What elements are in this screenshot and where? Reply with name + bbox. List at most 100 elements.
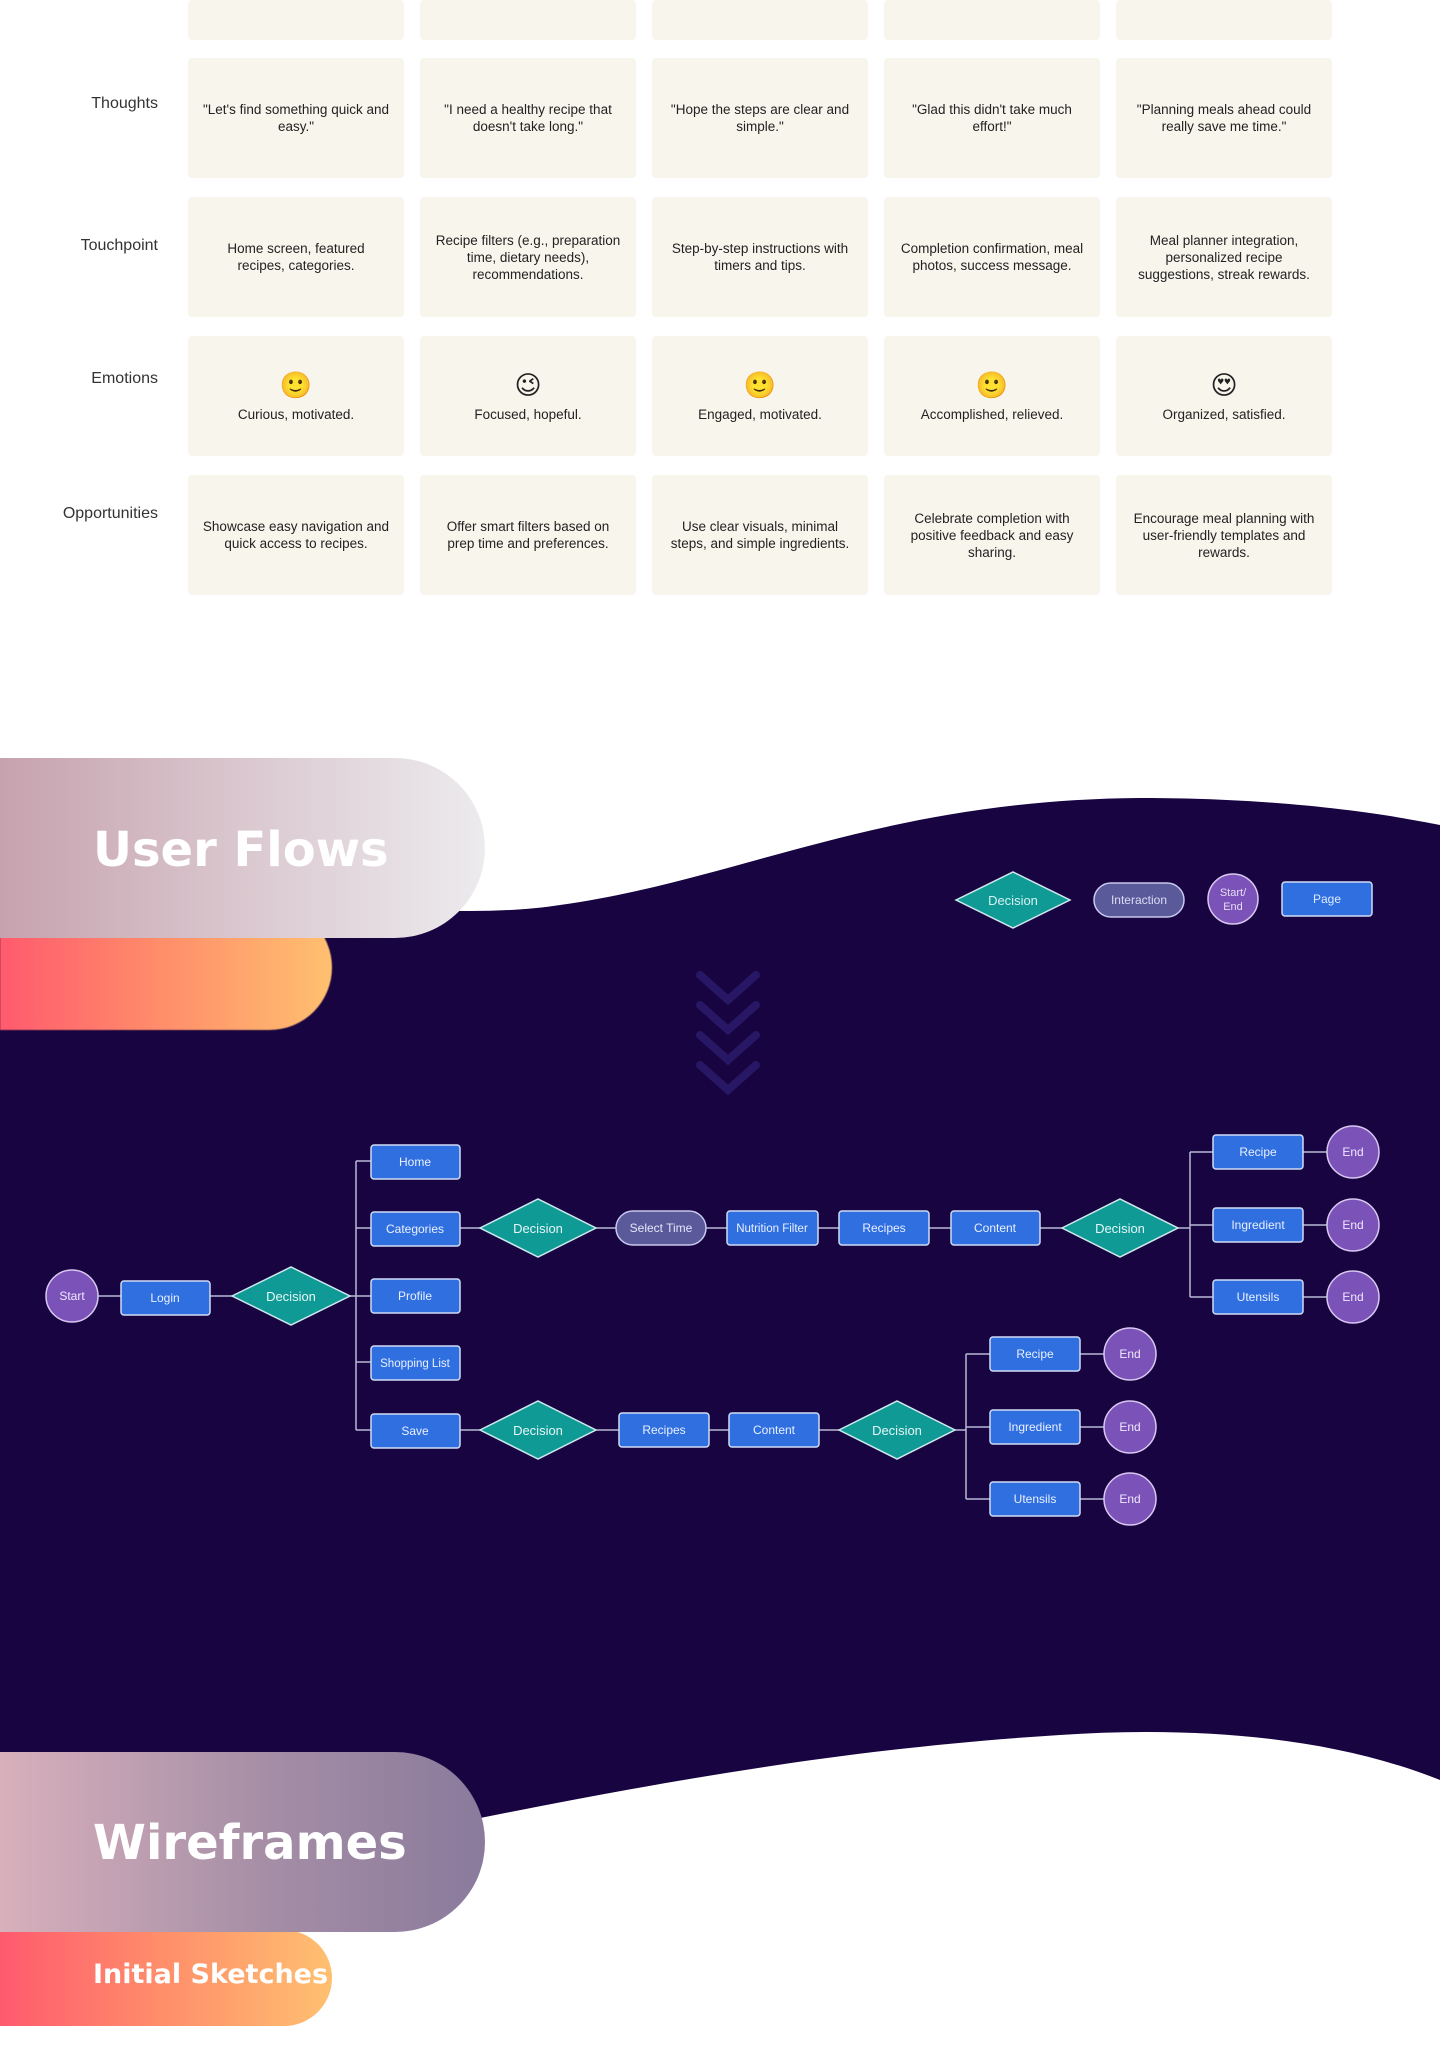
emotion-card: 😍Organized, satisfied. bbox=[1116, 336, 1332, 456]
row-label-opportunities: Opportunities bbox=[62, 505, 158, 522]
flow-end-label: End bbox=[1119, 1492, 1140, 1506]
journey-card-partial bbox=[652, 0, 868, 40]
flow-content-label: Content bbox=[753, 1423, 796, 1437]
flow-login-label: Login bbox=[150, 1291, 179, 1305]
journey-card-partial bbox=[1116, 0, 1332, 40]
flow-end-label: End bbox=[1119, 1347, 1140, 1361]
wireframes-title-pill bbox=[0, 1752, 485, 1932]
flow-decision-label: Decision bbox=[1095, 1221, 1145, 1236]
flow-decision-label: Decision bbox=[872, 1423, 922, 1438]
flow-end-label: End bbox=[1342, 1218, 1363, 1232]
legend-page-label: Page bbox=[1313, 892, 1341, 906]
card-text: Showcase easy navigation and quick acces… bbox=[202, 519, 390, 551]
flow-end-label: End bbox=[1342, 1290, 1363, 1304]
flow-ingredient-node bbox=[1212, 1207, 1304, 1243]
journey-card-partial bbox=[188, 0, 404, 40]
flow-decision-node bbox=[478, 1400, 598, 1460]
flow-connectors bbox=[98, 1151, 1327, 1500]
flow-ingredient-label: Ingredient bbox=[1008, 1420, 1062, 1434]
card-text: Encourage meal planning with user-friend… bbox=[1133, 510, 1315, 560]
emotion-card: 🙂Engaged, motivated. bbox=[652, 336, 868, 456]
flow-decision-label: Decision bbox=[266, 1289, 316, 1304]
flow-select-time-label: Select Time bbox=[630, 1221, 693, 1235]
thought-card: "Glad this didn't take much effort!" bbox=[884, 58, 1100, 178]
flow-decision-node bbox=[478, 1198, 598, 1258]
flow-decision-label: Decision bbox=[513, 1423, 563, 1438]
opportunity-card: Use clear visuals, minimal steps, and si… bbox=[652, 475, 868, 595]
row-label-emotions: Emotions bbox=[91, 370, 158, 387]
touchpoint-card: Completion confirmation, meal photos, su… bbox=[884, 197, 1100, 317]
wireframes-heading: Wireframes bbox=[93, 1815, 407, 1871]
flow-categories-label: Categories bbox=[386, 1222, 444, 1236]
user-flows-title-pill bbox=[0, 758, 485, 938]
thought-card: "Hope the steps are clear and simple." bbox=[652, 58, 868, 178]
flow-shopping-list-node bbox=[370, 1345, 461, 1381]
card-text: "Planning meals ahead could really save … bbox=[1136, 102, 1312, 134]
flow-end-node bbox=[1326, 1125, 1380, 1179]
card-text: Accomplished, relieved. bbox=[920, 406, 1064, 422]
flow-utensils-label: Utensils bbox=[1237, 1290, 1280, 1304]
flow-login-node bbox=[120, 1280, 211, 1316]
flow-select-time-node bbox=[615, 1210, 707, 1246]
flow-decision-node bbox=[230, 1266, 352, 1326]
card-text: Completion confirmation, meal photos, su… bbox=[900, 241, 1084, 273]
card-text: "Glad this didn't take much effort!" bbox=[912, 102, 1072, 134]
emoji-icon: 🙂 bbox=[975, 369, 1009, 400]
flow-ingredient-label: Ingredient bbox=[1231, 1218, 1285, 1232]
flow-end-node bbox=[1326, 1270, 1380, 1324]
flow-home-node bbox=[370, 1144, 461, 1180]
flow-save-label: Save bbox=[401, 1424, 429, 1438]
legend-decision-shape bbox=[954, 871, 1072, 929]
flow-recipe-label: Recipe bbox=[1016, 1347, 1054, 1361]
flow-recipes-node bbox=[618, 1412, 710, 1448]
flow-categories-node bbox=[370, 1211, 461, 1247]
journey-card-partial bbox=[884, 0, 1100, 40]
legend-interaction-label: Interaction bbox=[1111, 893, 1167, 907]
thought-card: "Let's find something quick and easy." bbox=[188, 58, 404, 178]
flow-end-node bbox=[1103, 1472, 1157, 1526]
card-text: Use clear visuals, minimal steps, and si… bbox=[670, 519, 850, 551]
card-text: Focused, hopeful. bbox=[474, 406, 582, 422]
flow-decision-node bbox=[1060, 1198, 1180, 1258]
card-text: Celebrate completion with positive feedb… bbox=[910, 510, 1074, 560]
emotion-card: 🙂 Accomplished, relieved. bbox=[884, 336, 1100, 456]
emotion-card: 😉Focused, hopeful. bbox=[420, 336, 636, 456]
row-label-touchpoint: Touchpoint bbox=[80, 237, 158, 254]
touchpoint-card: Recipe filters (e.g., preparation time, … bbox=[420, 197, 636, 317]
emotion-card: 🙂Curious, motivated. bbox=[188, 336, 404, 456]
flow-end-node bbox=[1103, 1327, 1157, 1381]
thought-card: "I need a healthy recipe that doesn't ta… bbox=[420, 58, 636, 178]
legend-decision-label: Decision bbox=[988, 893, 1038, 908]
flow-profile-node bbox=[370, 1278, 461, 1314]
flow-end-node bbox=[1103, 1400, 1157, 1454]
initial-sketches-accent-pill bbox=[0, 1930, 332, 2026]
chevron-down-icon bbox=[696, 971, 760, 1096]
flow-content-node bbox=[728, 1412, 820, 1448]
flow-end-node bbox=[1326, 1198, 1380, 1252]
flow-shopping-list-label: Shopping List bbox=[380, 1358, 450, 1370]
flow-end-label: End bbox=[1119, 1420, 1140, 1434]
navy-wave-background bbox=[0, 798, 1440, 1838]
initial-sketches-heading: Initial Sketches bbox=[93, 1959, 329, 1990]
card-text: Recipe filters (e.g., preparation time, … bbox=[435, 232, 621, 282]
flow-save-node bbox=[370, 1413, 461, 1449]
emoji-icon: 😍 bbox=[1210, 369, 1238, 400]
flow-recipes-node bbox=[838, 1210, 930, 1246]
flow-content-node bbox=[950, 1210, 1041, 1246]
card-text: Engaged, motivated. bbox=[698, 406, 822, 422]
legend-interaction-shape bbox=[1093, 882, 1185, 918]
flow-decision-label: Decision bbox=[513, 1221, 563, 1236]
flow-utensils-node bbox=[1212, 1279, 1304, 1315]
card-text: Step-by-step instructions with timers an… bbox=[671, 241, 849, 273]
touchpoint-card: Home screen, featured recipes, categorie… bbox=[188, 197, 404, 317]
card-text: Curious, motivated. bbox=[237, 406, 355, 422]
legend-start-end-shape bbox=[1207, 873, 1259, 925]
opportunity-card: Celebrate completion with positive feedb… bbox=[884, 475, 1100, 595]
flow-nutrition-filter-label: Nutrition Filter bbox=[736, 1223, 808, 1235]
legend-start-end-label-1: Start/ bbox=[1220, 887, 1247, 899]
flow-decision-node bbox=[837, 1400, 957, 1460]
flow-home-label: Home bbox=[399, 1155, 431, 1169]
flow-ingredient-node bbox=[989, 1409, 1081, 1445]
legend: Decision Interaction Start/ End Page bbox=[954, 871, 1373, 929]
legend-page-shape bbox=[1281, 881, 1373, 917]
